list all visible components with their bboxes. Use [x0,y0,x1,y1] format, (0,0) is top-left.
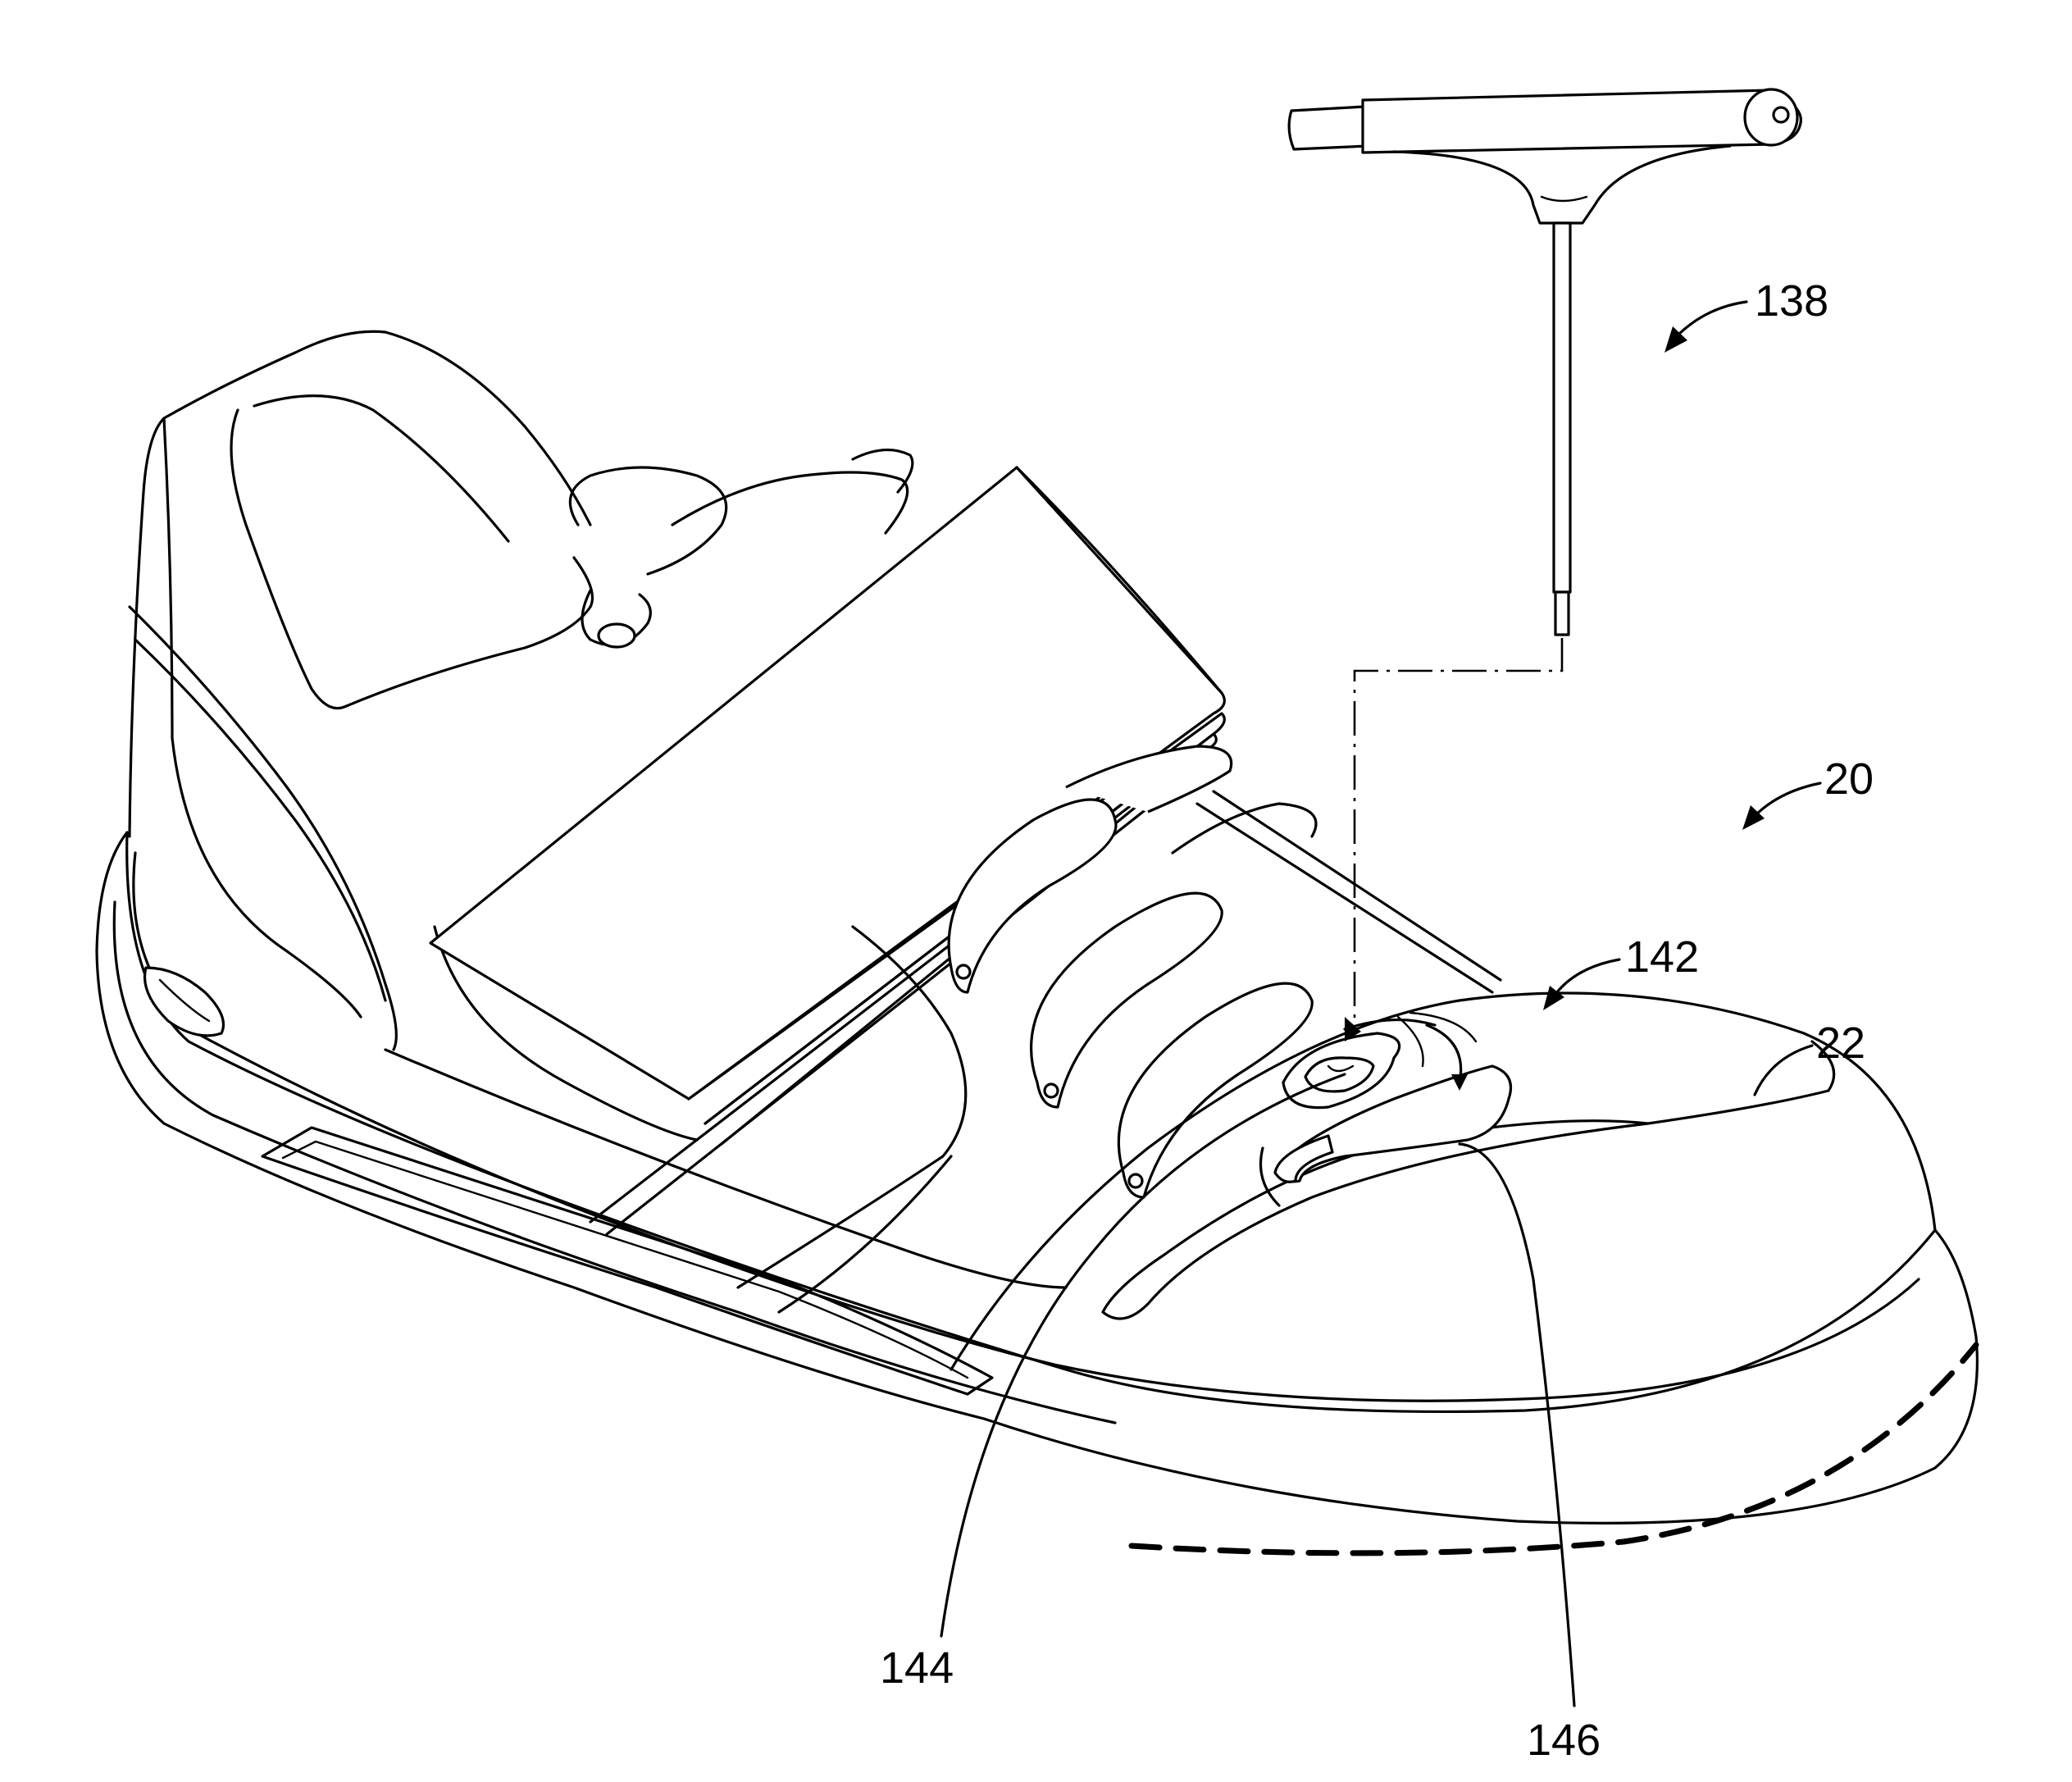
tool-handle-end [1745,89,1797,145]
tool-handle-junction [1394,146,1730,223]
tool-alignment-line [1355,638,1562,1050]
collar-padding [231,410,593,709]
ref-label-tab: 146 [1527,1716,1601,1765]
lace-cord [1197,804,1492,992]
heel-loop-eyelet [599,624,635,647]
tool-shaft [1554,223,1570,592]
eyelet-1 [957,965,970,978]
ref-label-adjuster: 142 [1625,932,1699,982]
t-handle-tool [1289,89,1801,635]
ref-label-tool: 138 [1755,276,1828,326]
ref-label-rotary-element: 144 [880,1643,954,1693]
ref-label-upper: 22 [1816,1019,1865,1068]
tool-hex-tip [1555,592,1569,635]
heel-counter [130,331,590,836]
eyelet-3 [1129,1174,1142,1187]
heel-pull-loop [570,467,726,574]
rotation-arrow-right [1427,1025,1461,1082]
adjuster [1275,1013,1511,1182]
ref-label-shoe: 20 [1824,754,1874,804]
tool-handle-grip [1363,90,1801,153]
eyelet-2 [1045,1084,1058,1097]
tool-handle-cap [1289,107,1368,149]
toe-cap [951,993,1935,1370]
